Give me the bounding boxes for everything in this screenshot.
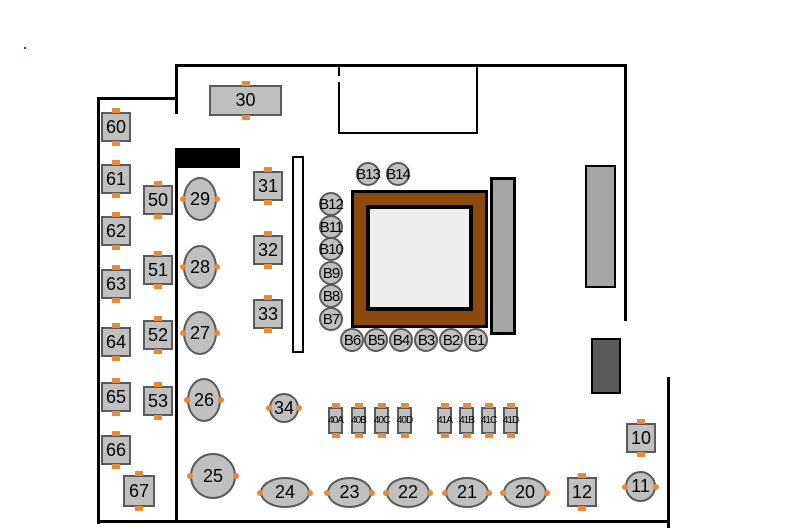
wall (175, 168, 178, 523)
table-12[interactable]: 12 (567, 473, 597, 511)
wall (97, 97, 100, 524)
table-61[interactable]: 61 (101, 160, 131, 198)
bar-stool-b13[interactable]: B13 (356, 162, 381, 186)
table-30[interactable]: 30 (209, 81, 282, 120)
table-23[interactable]: 23 (324, 477, 375, 508)
table-24[interactable]: 24 (257, 477, 313, 508)
wall (476, 64, 478, 134)
bar-stool-b2[interactable]: B2 (439, 328, 463, 352)
table-34[interactable]: 34 (266, 393, 302, 423)
table-26[interactable]: 26 (184, 378, 224, 422)
table-29[interactable]: 29 (180, 177, 220, 221)
table-41b[interactable]: 41B (459, 403, 475, 438)
table-33[interactable]: 33 (253, 295, 283, 333)
wall (175, 64, 178, 114)
gray-counter (585, 165, 616, 288)
bar-stool-b4[interactable]: B4 (389, 328, 413, 352)
table-67[interactable]: 67 (123, 471, 155, 511)
table-32[interactable]: 32 (253, 231, 283, 269)
black-counter (175, 148, 240, 168)
bar-stool-b3[interactable]: B3 (414, 328, 438, 352)
wall (175, 64, 627, 67)
marker-dot (24, 47, 26, 49)
table-10[interactable]: 10 (626, 419, 656, 457)
bar-stool-b12[interactable]: B12 (319, 192, 344, 216)
table-27[interactable]: 27 (180, 311, 220, 355)
table-28[interactable]: 28 (180, 245, 220, 289)
table-64[interactable]: 64 (101, 323, 131, 361)
bar-stool-b5[interactable]: B5 (364, 328, 388, 352)
wall (338, 132, 478, 134)
table-40d[interactable]: 40D (397, 403, 413, 438)
table-51[interactable]: 51 (143, 251, 173, 289)
bar-inner (366, 205, 473, 311)
bar-stool-b6[interactable]: B6 (340, 328, 364, 352)
table-53[interactable]: 53 (143, 382, 173, 420)
bar-stool-b9[interactable]: B9 (319, 261, 343, 285)
table-65[interactable]: 65 (101, 378, 131, 416)
bar-stool-b10[interactable]: B10 (319, 237, 344, 261)
table-40b[interactable]: 40B (351, 403, 367, 438)
bar-stool-b7[interactable]: B7 (319, 307, 343, 331)
table-22[interactable]: 22 (383, 477, 433, 508)
table-41c[interactable]: 41C (481, 403, 497, 438)
table-41d[interactable]: 41D (503, 403, 519, 438)
table-40c[interactable]: 40C (374, 403, 390, 438)
table-40a[interactable]: 40A (328, 403, 344, 438)
bar-back-counter (490, 177, 516, 335)
table-31[interactable]: 31 (253, 167, 283, 205)
dark-counter (591, 338, 621, 394)
table-25[interactable]: 25 (187, 453, 239, 499)
wall (97, 520, 670, 523)
bar-stool-b8[interactable]: B8 (319, 284, 343, 308)
table-60[interactable]: 60 (101, 108, 131, 146)
table-62[interactable]: 62 (101, 212, 131, 250)
wall (338, 64, 340, 76)
table-21[interactable]: 21 (442, 477, 492, 508)
table-52[interactable]: 52 (143, 316, 173, 354)
bar-stool-b11[interactable]: B11 (319, 215, 343, 239)
table-66[interactable]: 66 (101, 431, 131, 469)
bar-stool-b14[interactable]: B14 (386, 162, 411, 186)
table-63[interactable]: 63 (101, 265, 131, 303)
table-11[interactable]: 11 (622, 471, 659, 502)
table-41a[interactable]: 41A (437, 403, 453, 438)
partition (292, 156, 304, 353)
bar-stool-b1[interactable]: B1 (464, 328, 488, 352)
wall (338, 82, 340, 134)
table-20[interactable]: 20 (500, 477, 550, 508)
wall (667, 377, 670, 528)
table-50[interactable]: 50 (143, 181, 173, 219)
wall (97, 97, 176, 100)
wall (624, 64, 627, 321)
